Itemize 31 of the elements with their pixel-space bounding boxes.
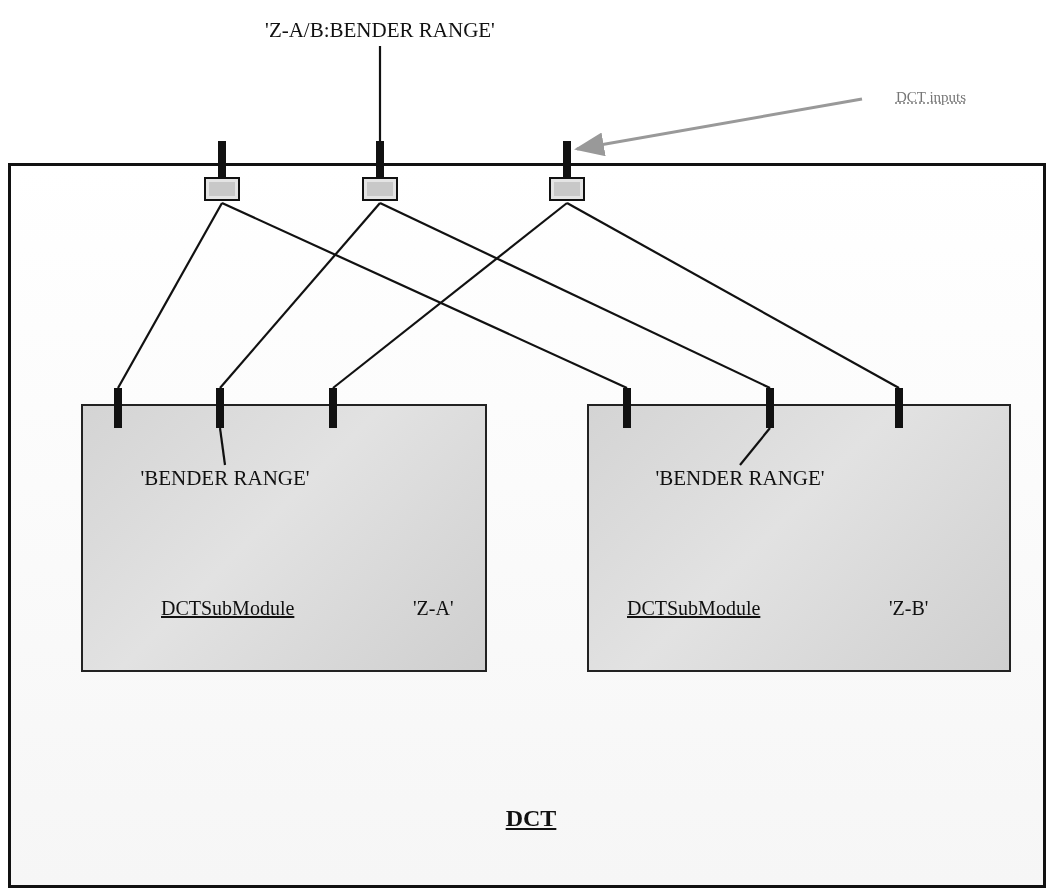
submodule-type: DCTSubModule	[161, 596, 295, 620]
signal-label: 'BENDER RANGE'	[140, 465, 310, 491]
connector-line	[221, 202, 628, 389]
instance-name: 'Z-A'	[413, 596, 454, 620]
signal-label: 'BENDER RANGE'	[655, 465, 825, 491]
input-port	[360, 141, 400, 203]
input-stub	[329, 388, 337, 428]
connector-line	[332, 202, 568, 389]
connector-line	[566, 202, 900, 389]
module-title: DCT	[505, 806, 557, 830]
input-stub	[766, 388, 774, 428]
connector-line	[117, 202, 223, 389]
input-port	[202, 141, 242, 203]
input-stub	[114, 388, 122, 428]
input-stub	[895, 388, 903, 428]
input-stub	[216, 388, 224, 428]
module-box	[8, 163, 1046, 888]
connector-line	[379, 202, 771, 389]
leader-line	[739, 427, 771, 466]
signal-label: 'Z-A/B:BENDER RANGE'	[230, 14, 530, 46]
submodule-type: DCTSubModule	[627, 596, 761, 620]
input-stub	[623, 388, 631, 428]
arrow	[574, 97, 863, 157]
leader-line	[218, 427, 227, 466]
submodule-box	[81, 404, 487, 672]
callout-label: DCT inputs	[866, 84, 996, 110]
submodule-box	[587, 404, 1011, 672]
connector-line	[219, 202, 381, 389]
input-port	[547, 141, 587, 203]
instance-name: 'Z-B'	[889, 596, 929, 620]
leader-line	[378, 46, 382, 141]
